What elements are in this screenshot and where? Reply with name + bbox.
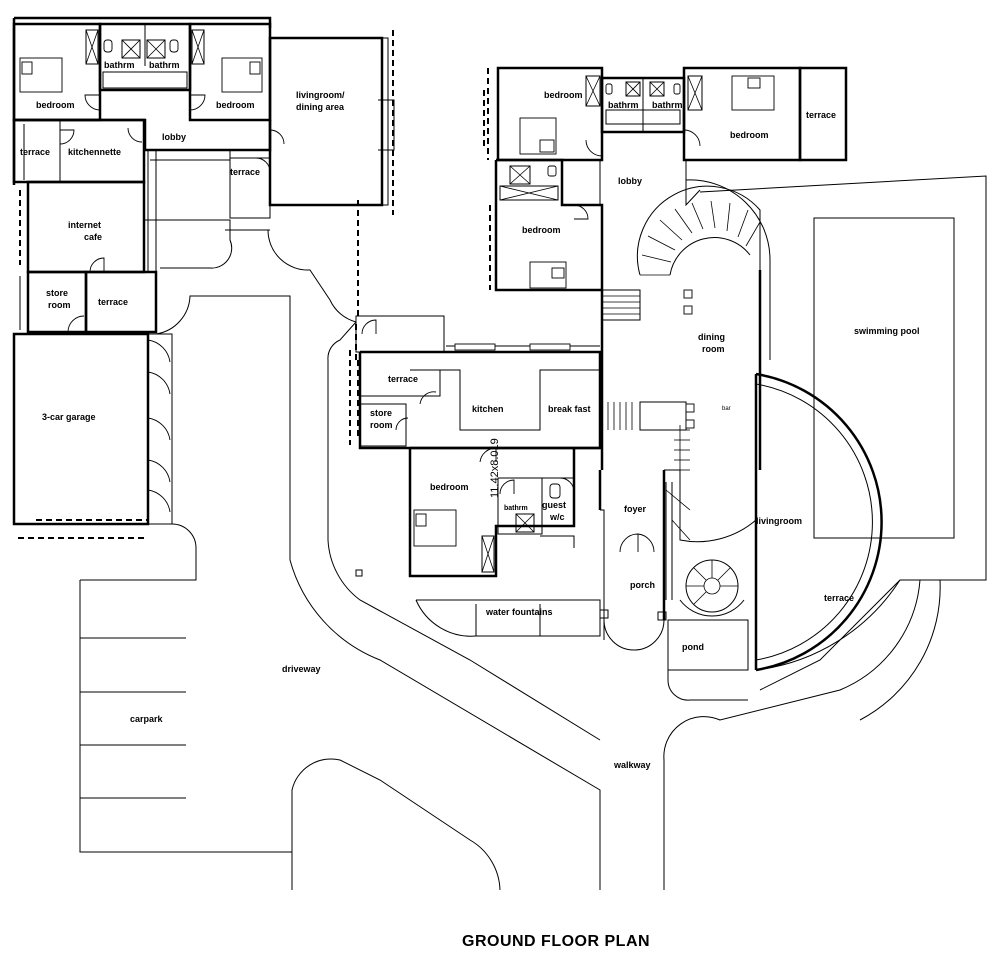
label-internet: internet [68,220,101,230]
label-store-mid: store [370,408,392,418]
label-kitchen: kitchen [472,404,504,414]
label-bathrm-guest: bathrm [504,505,528,512]
small-spiral-treads [686,560,738,605]
room-labels: bedroom bathrm bathrm bedroom livingroom… [20,60,920,950]
label-dining: dining [698,332,725,342]
label-bathrm-e1: bathrm [608,100,639,110]
west-wing [12,16,395,581]
label-garage: 3-car garage [42,412,96,422]
label-bedroom-west-1: bedroom [36,100,75,110]
label-bedroom-east-2: bedroom [730,130,769,140]
label-room-west: room [48,300,71,310]
livingroom-dining-walls [268,36,384,207]
east-wing [483,66,987,890]
driveway-carpark [79,229,601,891]
label-room-mid: room [370,420,393,430]
bar-steps [607,402,633,430]
plan-title: GROUND FLOOR PLAN [462,933,650,950]
label-terrace-west-3: terrace [98,297,128,307]
middle-block [349,315,602,637]
swimming-pool-outline [813,217,955,539]
label-livingroom-main: livingroom [756,516,802,526]
label-dining-room: room [702,344,725,354]
livingroom-steps [674,425,690,482]
label-bedroom-east-1: bedroom [544,90,583,100]
label-bathrm-e2: bathrm [652,100,683,110]
label-driveway: driveway [282,664,321,674]
label-terrace-mid: terrace [388,374,418,384]
label-bedroom-west-2: bedroom [216,100,255,110]
label-pond: pond [682,642,704,652]
label-guest: guest [542,500,566,510]
label-lobby-east: lobby [618,176,642,186]
dimension-annotation: 11.42x8.019 [489,438,501,498]
label-break-fast: break fast [548,404,591,414]
staircase-treads [640,200,761,276]
label-cafe: cafe [84,232,102,242]
label-bathrm-1: bathrm [104,60,135,70]
label-swimming-pool: swimming pool [854,326,920,336]
label-livingroom: livingroom/ [296,90,345,100]
label-foyer: foyer [624,504,647,514]
label-lobby-west: lobby [162,132,186,142]
label-walkway: walkway [613,760,651,770]
label-dining-area: dining area [296,102,345,112]
label-wc: w/c [549,512,565,522]
label-bedroom-guest: bedroom [430,482,469,492]
label-bar: bar [722,406,731,412]
stair-steps [602,295,640,315]
label-kitchennette: kitchennette [68,147,121,157]
label-terrace-south: terrace [824,593,854,603]
label-terrace-west: terrace [20,147,50,157]
label-carpark: carpark [130,714,164,724]
label-store-west: store [46,288,68,298]
label-terrace-west-2: terrace [230,167,260,177]
label-water-fountains: water fountains [485,607,553,617]
label-bedroom-east-3: bedroom [522,225,561,235]
label-porch: porch [630,580,655,590]
label-bathrm-2: bathrm [149,60,180,70]
label-terrace-east: terrace [806,110,836,120]
